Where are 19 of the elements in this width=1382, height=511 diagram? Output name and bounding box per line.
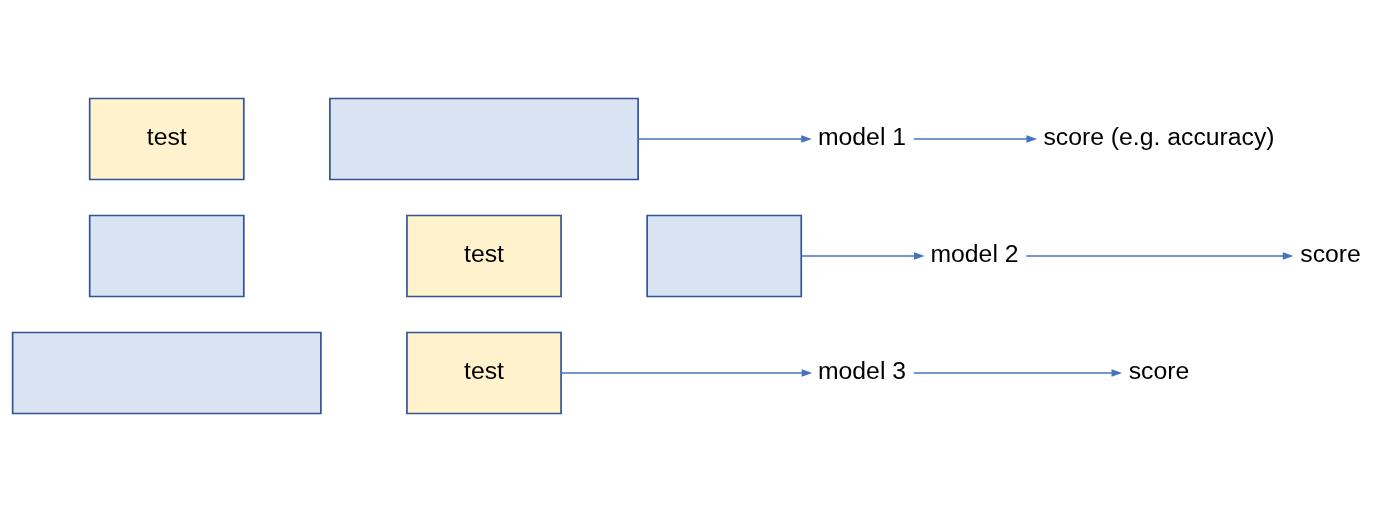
node-box [646, 214, 803, 297]
node-text: score [1300, 239, 1361, 267]
node-box: test [406, 214, 562, 297]
node-text: model 1 [817, 122, 907, 150]
node-text: score (e.g. accuracy) [1043, 122, 1275, 150]
node-box [11, 331, 322, 414]
arrow [637, 134, 812, 143]
arrow [913, 368, 1123, 377]
node-box [88, 214, 245, 297]
node-box: test [88, 97, 245, 180]
node-box [329, 97, 639, 180]
node-text: model 2 [930, 239, 1019, 267]
node-text: score [1128, 356, 1190, 384]
node-box: test [406, 331, 562, 414]
arrow [913, 134, 1038, 143]
arrow [1025, 251, 1294, 260]
arrow [800, 251, 925, 260]
node-text: model 3 [817, 356, 907, 384]
arrow [560, 368, 813, 377]
